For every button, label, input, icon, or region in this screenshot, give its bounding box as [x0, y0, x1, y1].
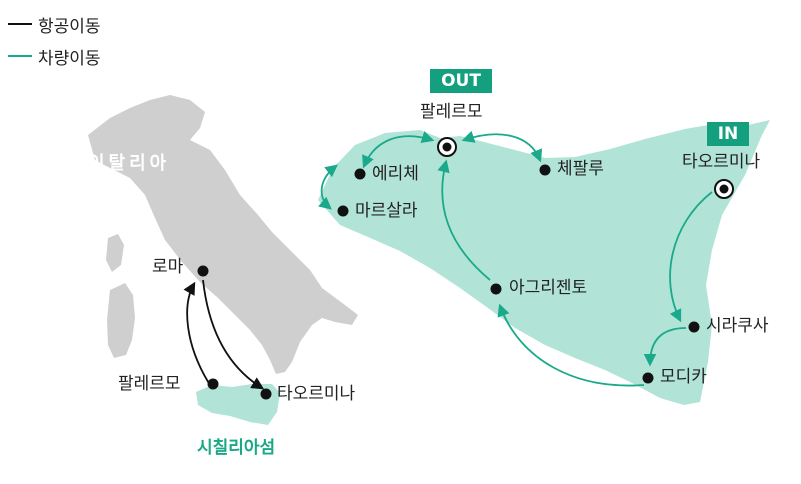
in-badge: IN [707, 122, 749, 146]
legend: 항공이동 차량이동 [8, 8, 101, 72]
city-target-palermo-dot [442, 142, 452, 152]
car-route-palermo-cefalu [461, 130, 543, 163]
city-label-erice: 에리체 [372, 164, 419, 184]
city-label-siracusa: 시라쿠사 [706, 316, 769, 336]
legend-item-car: 차량이동 [8, 40, 101, 72]
city-dot-marsala [337, 205, 349, 217]
flight-route-rome-palermo [183, 281, 211, 386]
car-route-taormina-siracusa [669, 191, 713, 323]
city-label-agrigento: 아그리젠토 [509, 278, 588, 298]
city-label-palermo: 팔레르모 [420, 102, 483, 122]
city-label-palermo-small: 팔레르모 [118, 374, 181, 394]
legend-car-label: 차량이동 [38, 48, 101, 69]
city-dot-taormina-small [260, 388, 272, 400]
out-badge: OUT [430, 69, 492, 93]
small-sicily-shape [196, 384, 280, 425]
car-route-siracusa-modica [643, 327, 687, 367]
italy-mainland-shape [88, 95, 358, 374]
city-dot-modica [642, 372, 654, 384]
city-label-marsala: 마르살라 [355, 201, 418, 221]
legend-car-line-icon [8, 55, 32, 57]
flight-route-rome-taormina [202, 279, 265, 390]
corsica-shape [106, 234, 124, 272]
sardinia-shape [107, 283, 135, 358]
country-label-italy: 이탈리아 [88, 153, 171, 174]
city-label-modica: 모디카 [660, 367, 707, 387]
legend-flight-label: 항공이동 [38, 16, 101, 37]
city-dot-cefalu [539, 164, 551, 176]
city-label-rome: 로마 [152, 257, 184, 277]
city-dot-agrigento [490, 283, 502, 295]
car-route-modica-agrigento [497, 303, 645, 387]
car-route-erice-marsala [318, 164, 338, 210]
car-route-agrigento-palermo [437, 159, 491, 281]
city-dot-rome [197, 265, 209, 277]
legend-item-flight: 항공이동 [8, 8, 101, 40]
city-label-taormina-small: 타오르미나 [277, 384, 356, 404]
city-dot-palermo-small [207, 378, 219, 390]
city-target-taormina-dot [719, 184, 729, 194]
legend-flight-line-icon [8, 23, 32, 25]
city-label-cefalu: 체팔루 [557, 159, 604, 179]
city-label-taormina: 타오르미나 [682, 152, 761, 172]
car-route-palermo-erice [362, 130, 435, 169]
island-label-sicily: 시칠리아섬 [197, 438, 276, 458]
big-sicily-shape [318, 120, 770, 405]
city-dot-siracusa [688, 321, 700, 333]
city-dot-erice [354, 168, 366, 180]
